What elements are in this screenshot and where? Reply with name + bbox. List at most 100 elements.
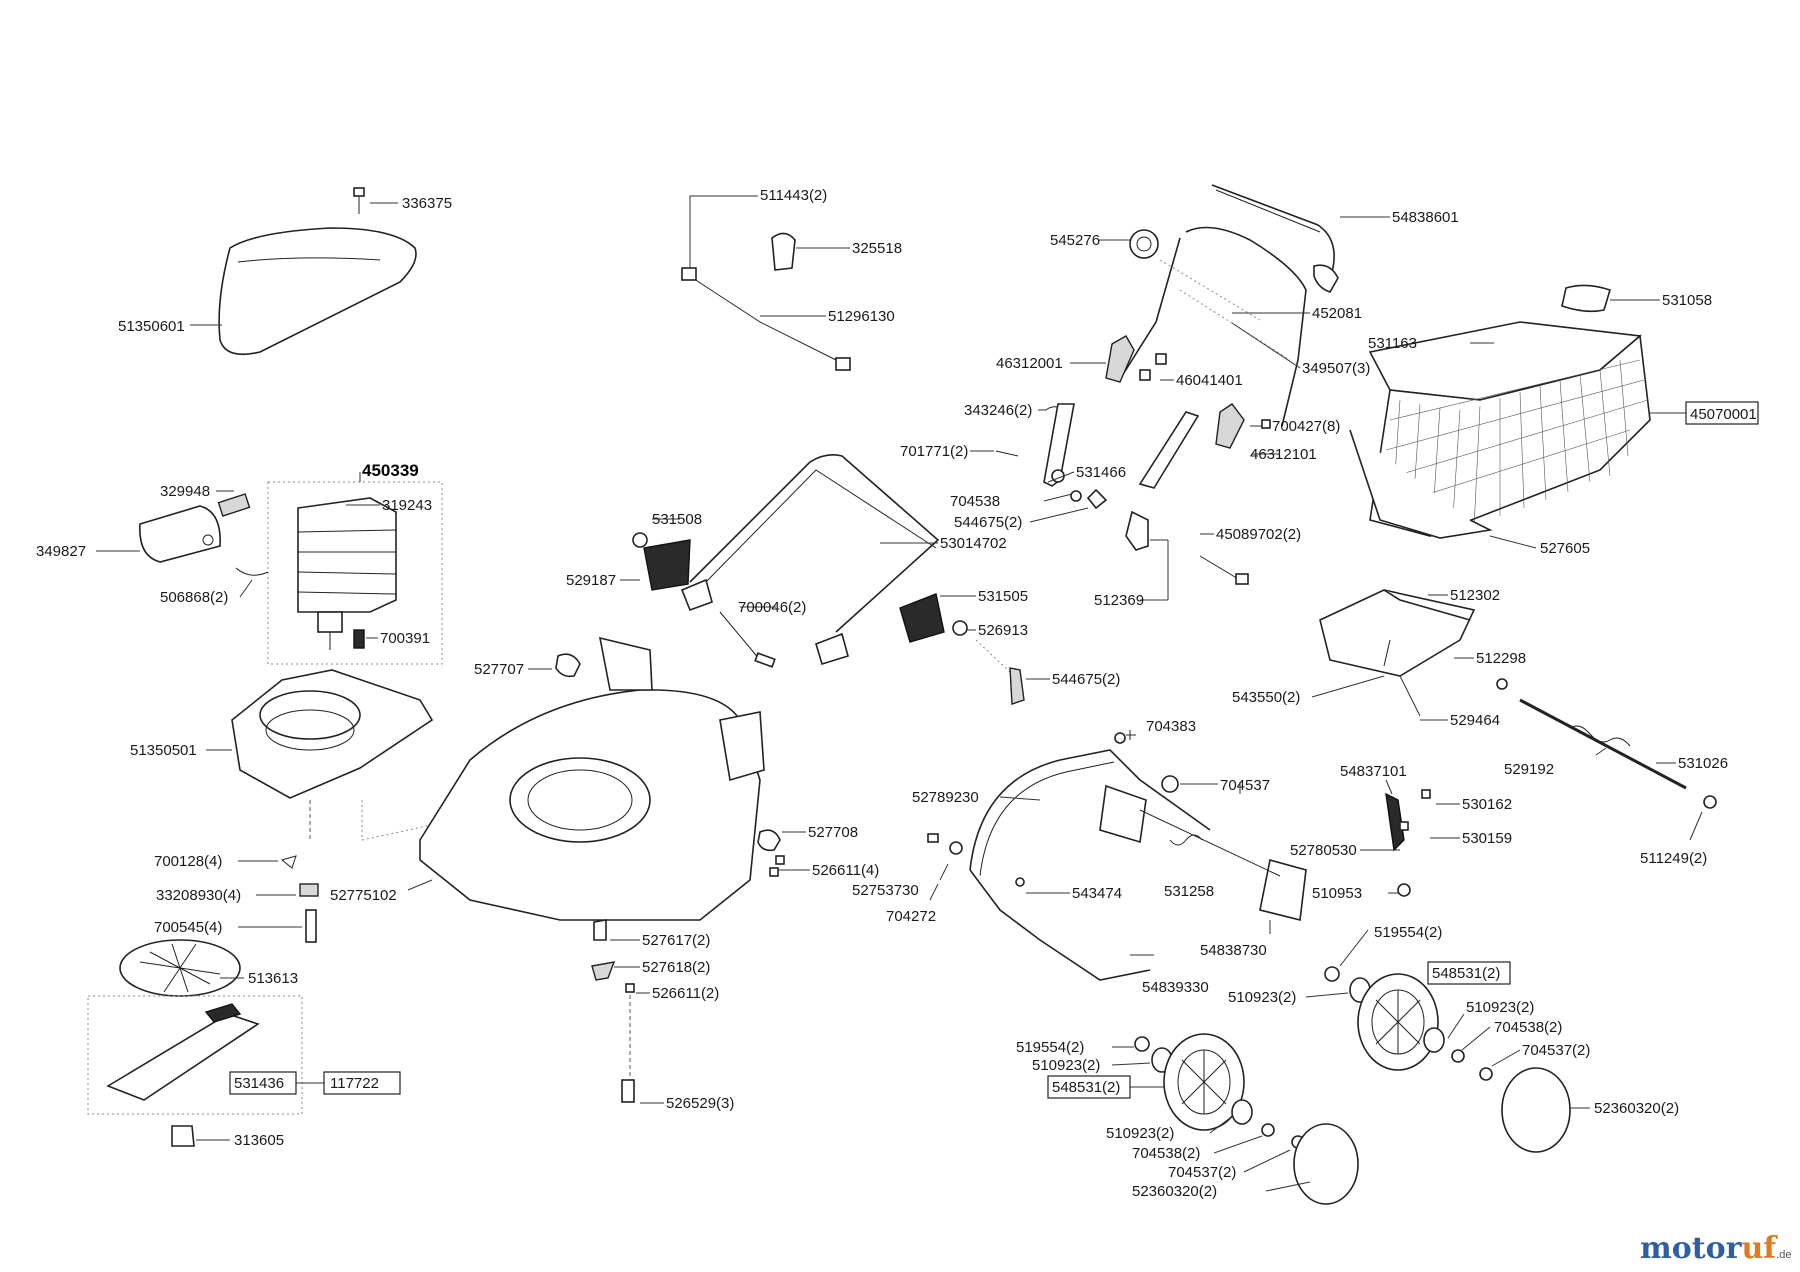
label-45089702-2: 45089702(2) [1216, 526, 1301, 543]
frame-group [927, 730, 1460, 981]
label-531505: 531505 [978, 588, 1028, 605]
label-51296130: 51296130 [828, 308, 895, 325]
label-519554-2-left: 519554(2) [1016, 1039, 1084, 1056]
label-452081: 452081 [1312, 305, 1362, 322]
screw-336375 [353, 187, 365, 197]
grass-catcher-group [1349, 284, 1759, 549]
label-54838601: 54838601 [1392, 209, 1459, 226]
label-704537-2-right: 704537(2) [1522, 1042, 1590, 1059]
label-512298: 512298 [1476, 650, 1526, 667]
label-54837101: 54837101 [1340, 763, 1407, 780]
label-531436: 531436 [234, 1075, 284, 1092]
label-545276: 545276 [1050, 232, 1100, 249]
label-548531-2-left: 548531(2) [1052, 1079, 1120, 1096]
label-52360320-2-right: 52360320(2) [1594, 1100, 1679, 1117]
label-329948: 329948 [160, 483, 210, 500]
watermark-logo: motoruf.de [1640, 1231, 1791, 1266]
label-704538: 704538 [950, 493, 1000, 510]
upper-handle-group [970, 184, 1390, 601]
lower-handle-group [620, 454, 1050, 705]
logo-part-2: uf [1741, 1231, 1778, 1266]
label-511249-2: 511249(2) [1640, 850, 1707, 867]
label-52780530: 52780530 [1290, 842, 1357, 859]
label-52775102: 52775102 [330, 887, 397, 904]
label-529187: 529187 [566, 572, 616, 589]
label-51350601: 51350601 [118, 318, 185, 335]
label-54838730: 54838730 [1200, 942, 1267, 959]
label-529192: 529192 [1504, 761, 1554, 778]
label-46041401: 46041401 [1176, 372, 1243, 389]
logo-part-1: motor [1640, 1231, 1743, 1266]
engine-group [96, 472, 443, 665]
label-51350501: 51350501 [130, 742, 197, 759]
label-527708: 527708 [808, 824, 858, 841]
label-526611-4: 526611(4) [812, 862, 879, 879]
capacitor-349827 [139, 505, 221, 563]
label-548531-2-right: 548531(2) [1432, 965, 1500, 982]
label-543474: 543474 [1072, 885, 1122, 902]
label-513613: 513613 [248, 970, 298, 987]
clip-325518 [771, 232, 796, 271]
label-527707: 527707 [474, 661, 524, 678]
label-704383: 704383 [1146, 718, 1196, 735]
label-510923-2-right-a: 510923(2) [1228, 989, 1296, 1006]
label-530162: 530162 [1462, 796, 1512, 813]
label-52753730: 52753730 [852, 882, 919, 899]
label-543550-2: 543550(2) [1232, 689, 1300, 706]
label-531258: 531258 [1164, 883, 1214, 900]
label-704537: 704537 [1220, 777, 1270, 794]
label-527617-2: 527617(2) [642, 932, 710, 949]
handle-bar-54838601 [1211, 184, 1335, 273]
label-325518: 325518 [852, 240, 902, 257]
label-700427-8: 700427(8) [1272, 418, 1340, 435]
hubcap-right [1501, 1067, 1571, 1153]
label-700545-4: 700545(4) [154, 919, 222, 936]
label-544675-2-upper: 544675(2) [954, 514, 1022, 531]
label-526611-2: 526611(2) [652, 985, 719, 1002]
label-349827: 349827 [36, 543, 86, 560]
label-531163: 531163 [1368, 335, 1417, 352]
label-319243: 319243 [382, 497, 432, 514]
label-700128-4: 700128(4) [154, 853, 222, 870]
engine-cover-group [190, 187, 417, 356]
label-527605: 527605 [1540, 540, 1590, 557]
label-117722: 117722 [330, 1075, 379, 1092]
label-704538-2-left: 704538(2) [1132, 1145, 1200, 1162]
assembly-number: 450339 [362, 461, 419, 480]
label-510923-2-left-b: 510923(2) [1106, 1125, 1174, 1142]
motor-housing-group [206, 669, 641, 841]
wheel-group-left [1047, 1033, 1359, 1205]
label-349507-3: 349507(3) [1302, 360, 1370, 377]
label-531058: 531058 [1662, 292, 1712, 309]
blade-group [87, 855, 401, 1147]
label-704272: 704272 [886, 908, 936, 925]
label-46312001: 46312001 [996, 355, 1063, 372]
engine-cover [218, 227, 417, 356]
label-510923-2-right-b: 510923(2) [1466, 999, 1534, 1016]
label-531026: 531026 [1678, 755, 1728, 772]
lower-handle [689, 454, 940, 633]
label-704537-2-left: 704537(2) [1168, 1164, 1236, 1181]
label-529464: 529464 [1450, 712, 1500, 729]
label-510923-2-left-a: 510923(2) [1032, 1057, 1100, 1074]
label-527618-2: 527618(2) [642, 959, 710, 976]
label-700391: 700391 [380, 630, 430, 647]
blade-531436 [106, 1013, 260, 1101]
wheel-group-right [1305, 929, 1590, 1153]
label-526529-3: 526529(3) [666, 1095, 734, 1112]
hubcap-left [1293, 1123, 1359, 1205]
label-544675-2-lower: 544675(2) [1052, 671, 1120, 688]
label-54839330: 54839330 [1142, 979, 1209, 996]
label-506868-2: 506868(2) [160, 589, 228, 606]
label-46312101: 46312101 [1250, 446, 1317, 463]
label-526913: 526913 [978, 622, 1028, 639]
label-512302: 512302 [1450, 587, 1500, 604]
svg-text:motoruf.de: motoruf.de [1640, 1231, 1791, 1266]
label-313605: 313605 [234, 1132, 284, 1149]
label-701771-2: 701771(2) [900, 443, 968, 460]
label-512369: 512369 [1094, 592, 1144, 609]
part-labels: 450339 336375 51350601 511443(2) 325518 … [36, 187, 1757, 1200]
motor [297, 497, 397, 613]
rear-frame [969, 749, 1211, 871]
axle-group [1496, 678, 1717, 841]
